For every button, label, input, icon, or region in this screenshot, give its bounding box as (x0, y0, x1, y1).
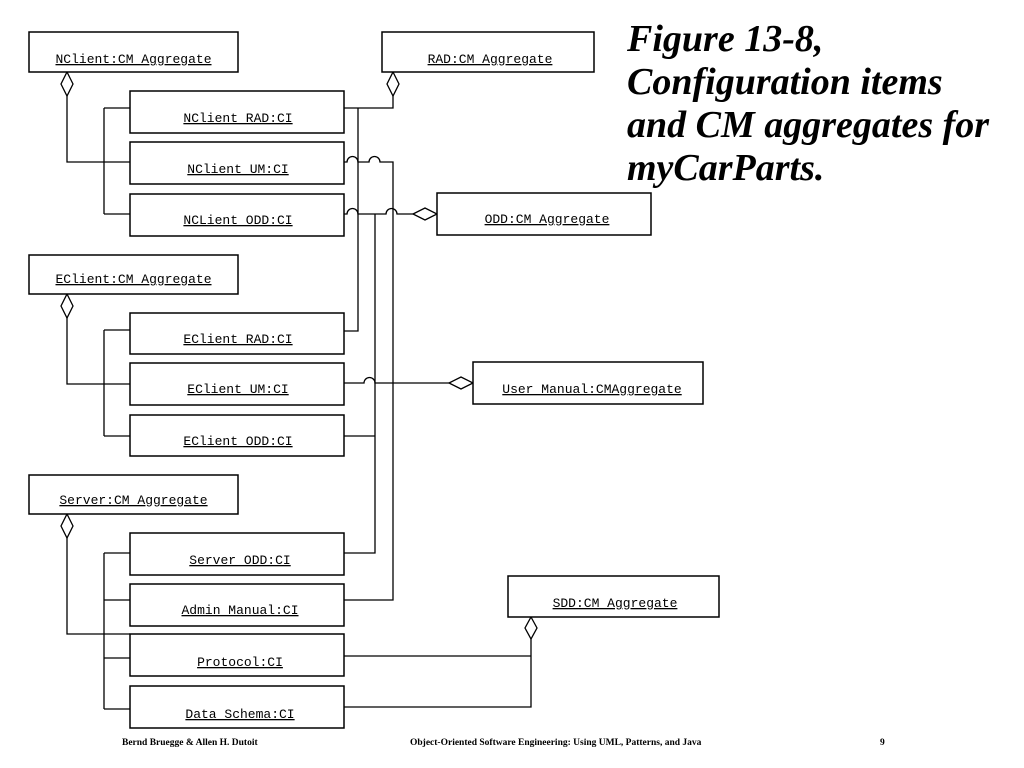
user-manual-aggregate-box[interactable]: User Manual:CMAggregate (472, 361, 704, 405)
footer-authors: Bernd Bruegge & Allen H. Dutoit (122, 738, 258, 748)
rad-aggregate-box[interactable]: RAD:CM Aggregate (381, 31, 595, 73)
data-schema-ci-box[interactable]: Data Schema:CI (129, 685, 345, 729)
sdd-aggregation-diamond (524, 615, 538, 641)
odd-aggregate-box[interactable]: ODD:CM Aggregate (436, 192, 652, 236)
rad-link-line (344, 96, 394, 332)
rad-aggregation-diamond (386, 70, 400, 98)
title-line-4: myCarParts. (627, 147, 825, 189)
server-aggregate-label: Server:CM Aggregate (59, 493, 207, 508)
server-tree-line (66, 538, 130, 710)
user-manual-aggregation-diamond (447, 376, 475, 390)
nclient-aggregation-diamond (60, 70, 74, 98)
eclient-odd-ci-box[interactable]: EClient ODD:CI (129, 414, 345, 457)
sdd-aggregate-box[interactable]: SDD:CM Aggregate (507, 575, 720, 618)
aggregation-diamonds (60, 70, 538, 641)
odd-aggregate-label: ODD:CM Aggregate (485, 212, 610, 227)
sdd-aggregate-label: SDD:CM Aggregate (553, 596, 678, 611)
nclient-aggregate-label: NClient:CM Aggregate (55, 52, 211, 67)
title-line-2: Configuration items (627, 61, 943, 103)
title-line-3: and CM aggregates for (627, 104, 990, 146)
protocol-ci-label: Protocol:CI (197, 655, 283, 670)
sdd-link-line (344, 639, 532, 708)
admin-manual-ci-box[interactable]: Admin Manual:CI (129, 583, 345, 627)
server-aggregation-diamond (60, 512, 74, 540)
nclient-odd-ci-box[interactable]: NCLient ODD:CI (129, 193, 345, 237)
rad-aggregate-label: RAD:CM Aggregate (428, 52, 553, 67)
server-odd-ci-box[interactable]: Server ODD:CI (129, 532, 345, 576)
footer-book-title: Object-Oriented Software Engineering: Us… (410, 738, 702, 748)
figure-title: Figure 13-8, Configuration items and CM … (627, 18, 1019, 190)
nclient-um-ci-label: NClient UM:CI (187, 162, 288, 177)
odd-aggregation-diamond (411, 207, 439, 221)
eclient-aggregate-label: EClient:CM Aggregate (55, 272, 211, 287)
admin-manual-ci-label: Admin Manual:CI (181, 603, 298, 618)
eclient-aggregation-diamond (60, 292, 74, 320)
nclient-aggregate-box[interactable]: NClient:CM Aggregate (28, 31, 239, 73)
footer-page-number: 9 (880, 738, 885, 748)
eclient-odd-ci-label: EClient ODD:CI (183, 434, 292, 449)
title-line-1: Figure 13-8, (627, 18, 824, 60)
eclient-tree-line (66, 317, 130, 437)
eclient-rad-ci-box[interactable]: EClient RAD:CI (129, 312, 345, 355)
server-aggregate-box[interactable]: Server:CM Aggregate (28, 474, 239, 515)
eclient-um-ci-label: EClient UM:CI (187, 382, 288, 397)
nclient-odd-ci-label: NCLient ODD:CI (183, 213, 292, 228)
eclient-aggregate-box[interactable]: EClient:CM Aggregate (28, 254, 239, 295)
nclient-rad-ci-label: NClient RAD:CI (183, 111, 292, 126)
eclient-rad-ci-label: EClient RAD:CI (183, 332, 292, 347)
user-manual-link-line (344, 155, 449, 601)
protocol-ci-box[interactable]: Protocol:CI (129, 633, 345, 677)
server-odd-ci-label: Server ODD:CI (189, 553, 290, 568)
nclient-um-ci-box[interactable]: NClient UM:CI (129, 141, 345, 185)
user-manual-aggregate-label: User Manual:CMAggregate (502, 382, 681, 397)
data-schema-ci-label: Data Schema:CI (185, 707, 294, 722)
connectors (66, 96, 532, 710)
odd-link-line (344, 207, 413, 554)
nclient-rad-ci-box[interactable]: NClient RAD:CI (129, 90, 345, 134)
nclient-tree-line (66, 96, 130, 215)
eclient-um-ci-box[interactable]: EClient UM:CI (129, 362, 345, 406)
